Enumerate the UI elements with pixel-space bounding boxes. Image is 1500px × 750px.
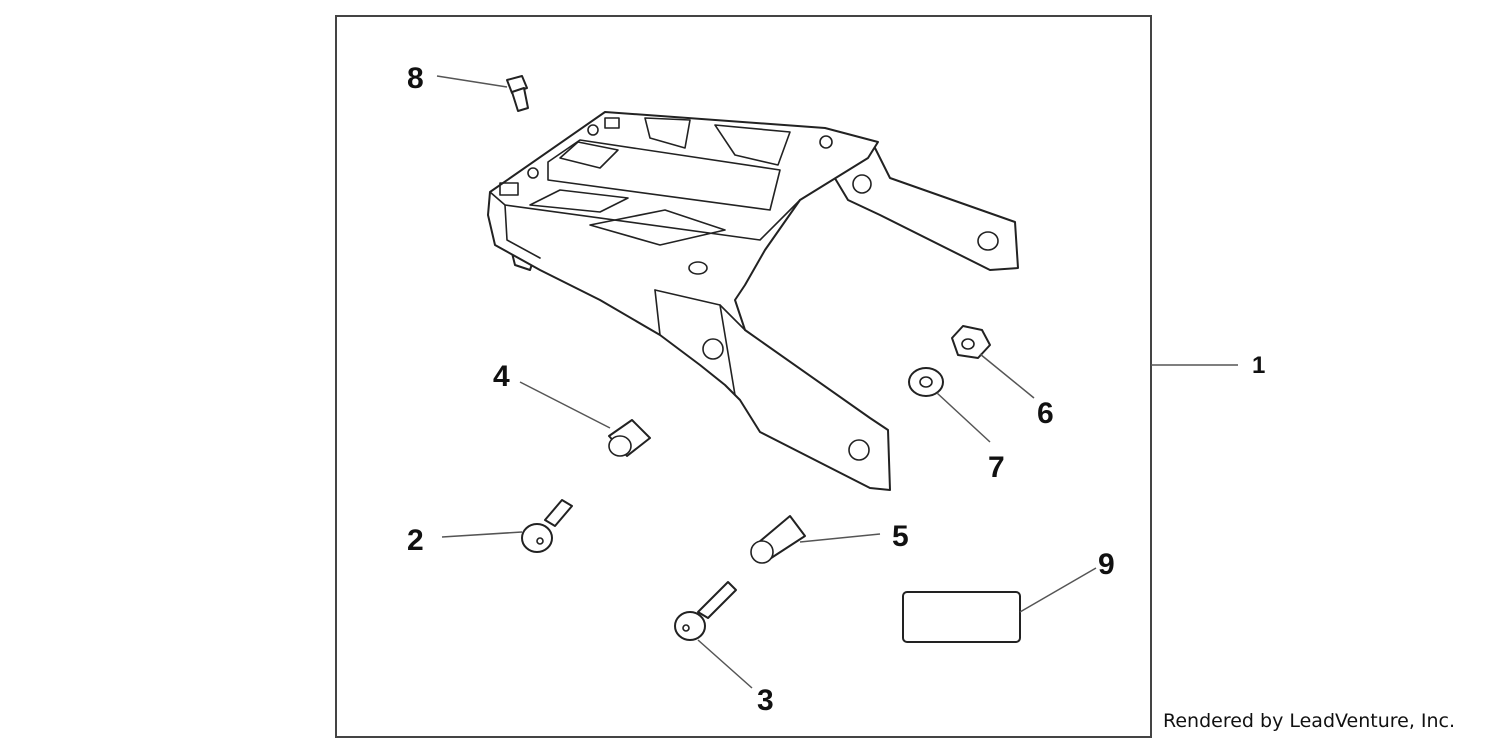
leader-3: [697, 639, 753, 689]
bolt-3: [674, 581, 737, 641]
callout-4: 4: [493, 360, 510, 393]
label-plate-9: [902, 591, 1021, 643]
leader-8: [436, 75, 508, 88]
callout-9: 9: [1098, 548, 1115, 581]
collar-4: [608, 419, 651, 457]
screw-8: [506, 75, 529, 112]
rear-carrier-rack: [487, 111, 1019, 491]
callout-1: 1: [1252, 352, 1265, 379]
leader-5: [799, 533, 881, 543]
diagram-frame: [335, 15, 1152, 738]
bolt-2: [521, 499, 573, 553]
callout-5: 5: [892, 520, 909, 553]
callout-7: 7: [988, 451, 1005, 484]
callout-8: 8: [407, 62, 424, 95]
callout-6: 6: [1037, 397, 1054, 430]
collar-5: [750, 515, 806, 564]
callout-2: 2: [407, 524, 424, 557]
leader-4: [519, 381, 611, 429]
leader-2: [441, 531, 523, 538]
washer-7: [908, 367, 944, 397]
leader-6: [979, 353, 1035, 399]
leader-7: [936, 392, 991, 443]
leader-9: [1019, 567, 1097, 613]
render-credit: Rendered by LeadVenture, Inc.: [1163, 710, 1456, 732]
nut-6: [951, 325, 991, 359]
callout-3: 3: [757, 684, 774, 717]
